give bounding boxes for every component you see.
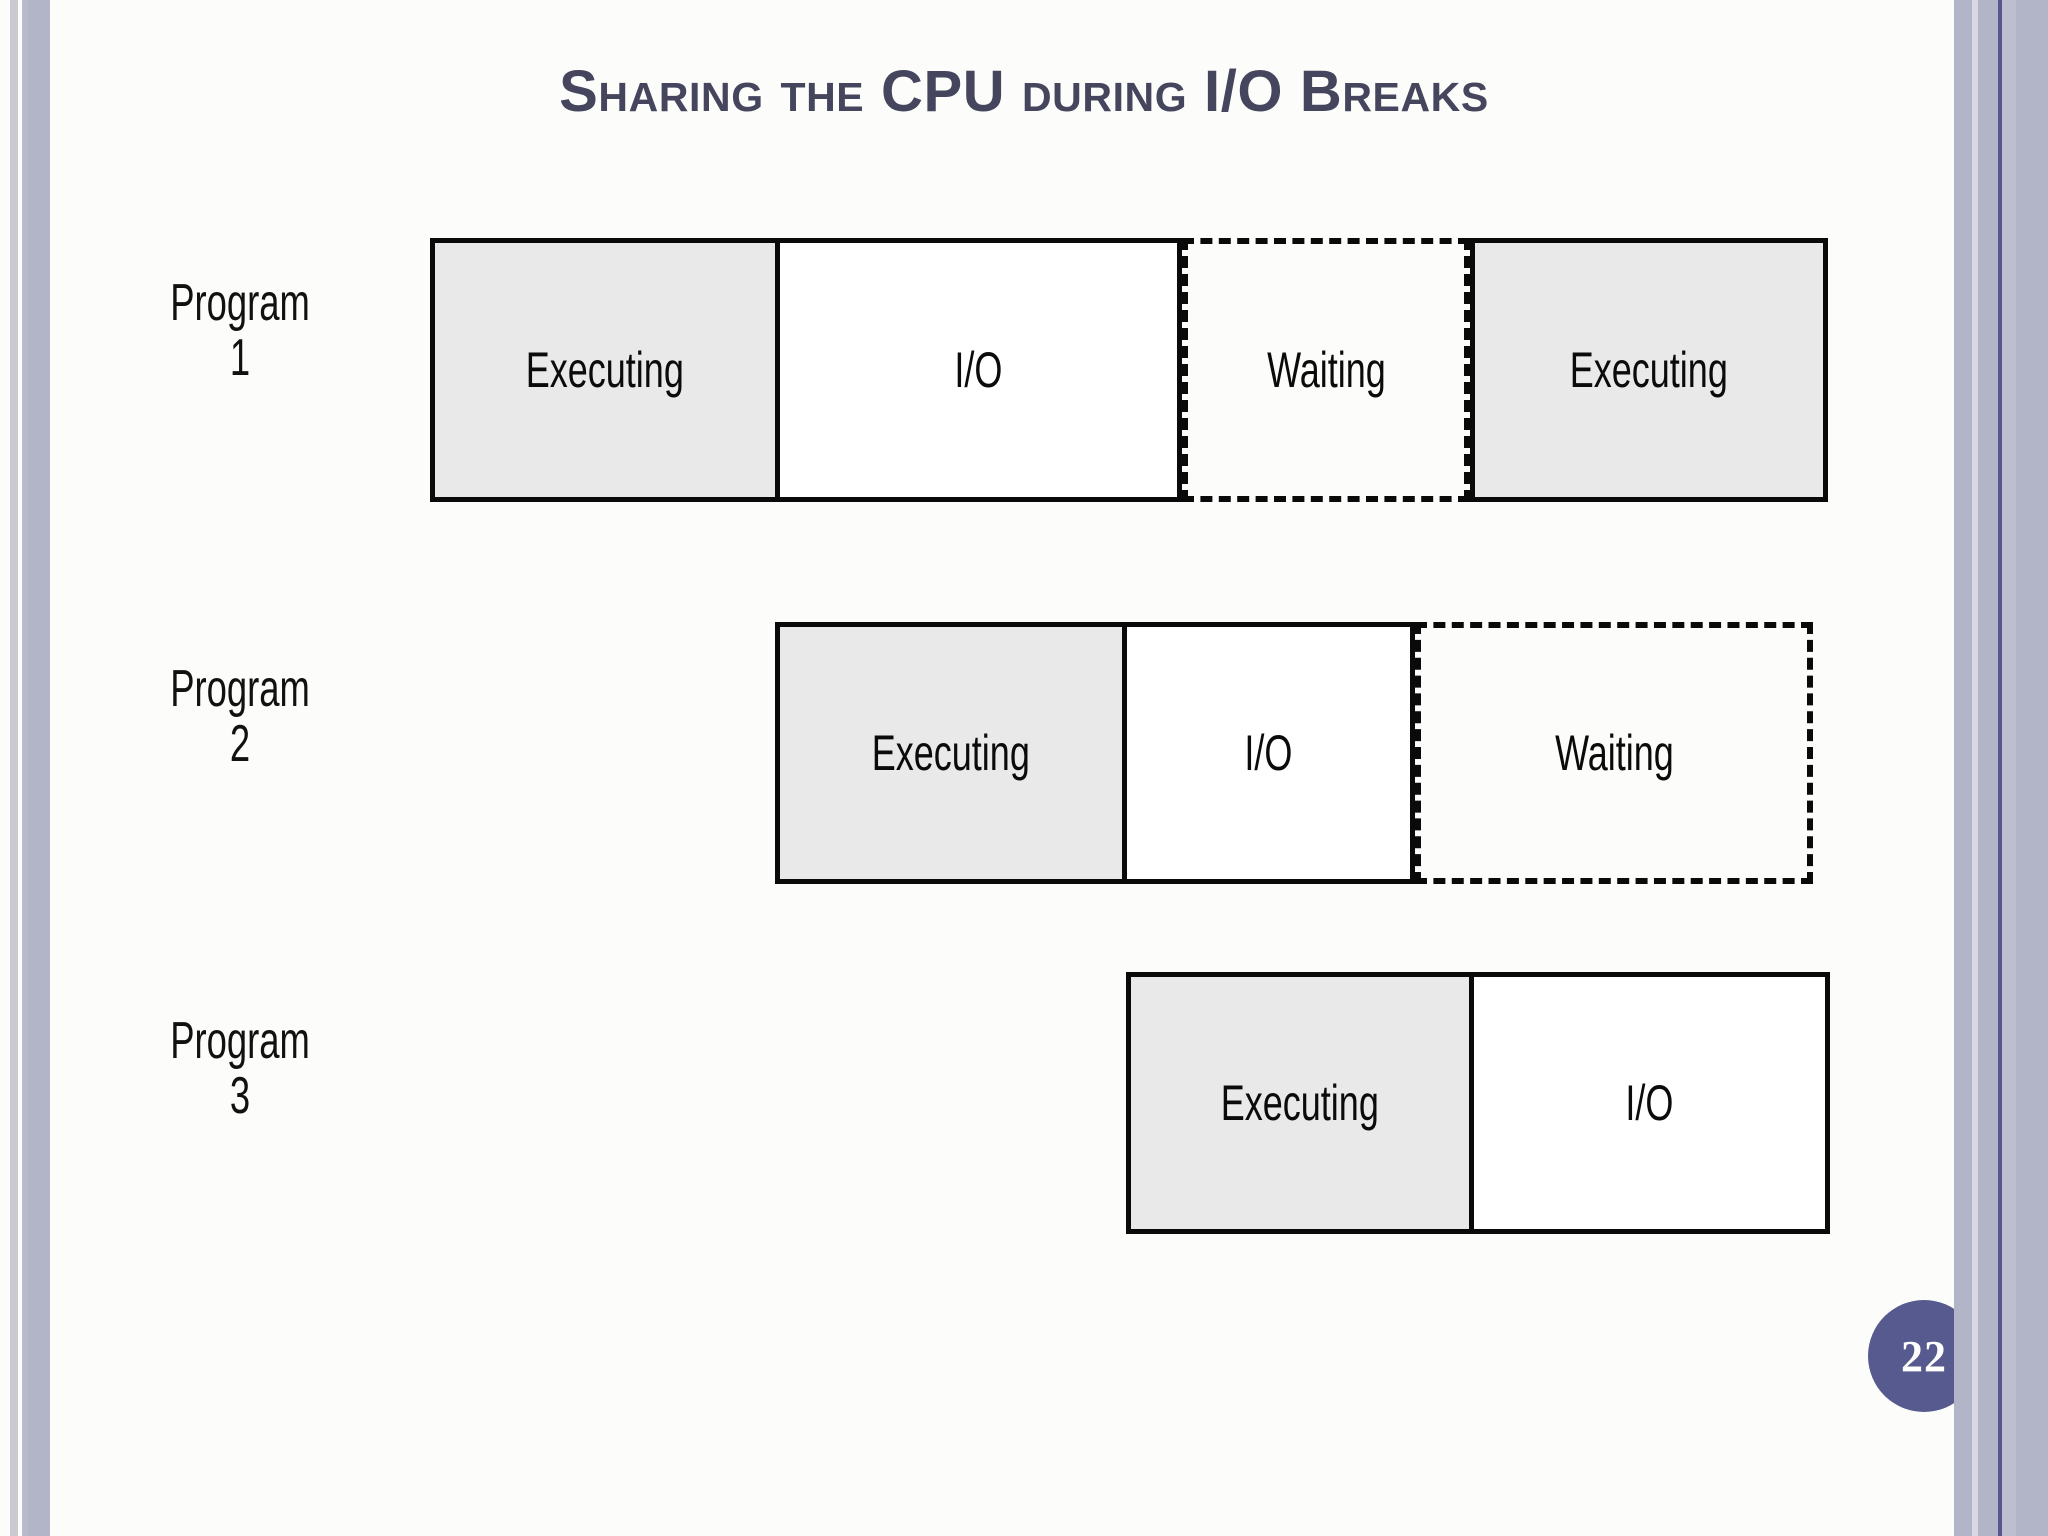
segment-label: Executing — [1569, 342, 1729, 398]
program-label-number: 2 — [229, 715, 251, 774]
timeline-segment-i-o: I/O — [1127, 622, 1415, 884]
edge-stripe — [1978, 0, 1998, 1536]
segment-label: Executing — [525, 342, 685, 398]
timeline-segment-waiting: Waiting — [1415, 622, 1813, 884]
program-label-name: Program — [170, 1012, 310, 1070]
timeline-segment-i-o: I/O — [780, 238, 1182, 502]
edge-stripe — [1998, 0, 2002, 1536]
timeline-segment-executing: Executing — [775, 622, 1127, 884]
timeline-segment-executing: Executing — [430, 238, 780, 502]
timeline-segment-executing: Executing — [1470, 238, 1828, 502]
edge-stripe — [1972, 0, 1978, 1536]
segment-label: Executing — [871, 725, 1031, 781]
segment-label: I/O — [1625, 1075, 1674, 1131]
segment-label: I/O — [1244, 725, 1293, 781]
program-label-name: Program — [170, 660, 310, 718]
left-edge-decoration — [0, 0, 52, 1536]
page-title: Sharing the CPU during I/O Breaks — [559, 59, 1489, 124]
program-timeline-2: Executing I/O Waiting — [775, 622, 1813, 884]
program-label-number: 3 — [229, 1067, 251, 1126]
edge-stripe — [10, 0, 18, 1536]
edge-stripe — [1954, 0, 1972, 1536]
segment-label: Executing — [1220, 1075, 1380, 1131]
program-timeline-3: Executing I/O — [1126, 972, 1830, 1234]
program-label-name: Program — [170, 274, 310, 332]
right-edge-decoration — [1954, 0, 2048, 1536]
edge-stripe — [22, 0, 28, 1536]
segment-label: Waiting — [1554, 725, 1674, 781]
page-number-text: 22 — [1901, 1331, 1947, 1381]
edge-stripe — [2016, 0, 2048, 1536]
edge-stripe — [28, 0, 50, 1536]
timeline-segment-waiting: Waiting — [1182, 238, 1470, 502]
timeline-segment-executing: Executing — [1126, 972, 1474, 1234]
timeline-segment-i-o: I/O — [1474, 972, 1830, 1234]
program-timeline-1: Executing I/O Waiting Executing — [430, 238, 1828, 502]
segment-label: Waiting — [1266, 342, 1386, 398]
program-label-number: 1 — [229, 329, 251, 388]
edge-stripe — [2002, 0, 2016, 1536]
segment-label: I/O — [954, 342, 1003, 398]
